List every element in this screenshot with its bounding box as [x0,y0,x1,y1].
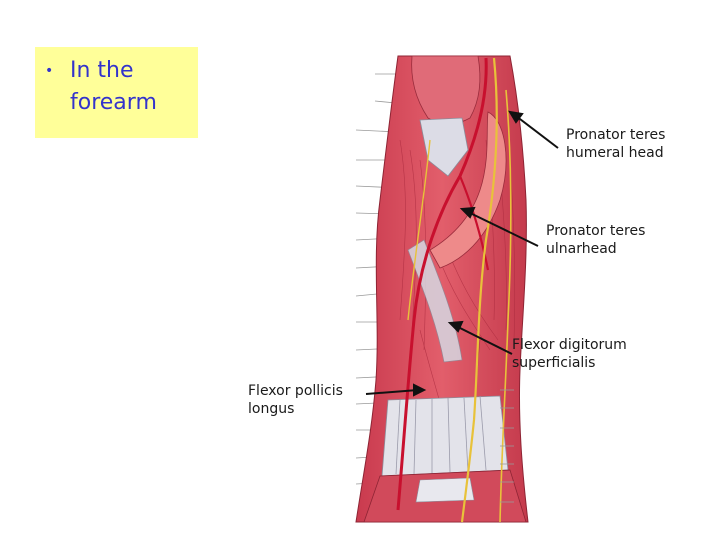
bullet-dot: • [45,63,54,79]
arrow-pronator-humeral [515,115,559,149]
tendon-strands [395,395,487,475]
bullet-box: • In the forearm [35,47,198,138]
median-nerve [460,57,498,523]
label-flexor-pollicis-longus: Flexor pollicis longus [246,382,345,418]
ulnar-artery [458,175,490,271]
arrow-pronator-ulnar [467,211,539,247]
label-flexor-digitorum-superficialis: Flexor digitorum superficialis [512,337,627,371]
radial-artery [396,57,488,511]
bullet-text: In the forearm [70,58,157,115]
radial-nerve [407,139,431,321]
bicipital-aponeurosis [419,117,469,177]
palm-tendon [415,477,475,503]
label-pronator-teres-ulnar-head: Pronator teres ulnarhead [546,223,646,257]
bullet-item: • In the forearm [45,55,195,119]
callout-arrows [365,110,559,397]
arrow-flexor-pollicis [365,389,419,395]
ulnar-nerve [499,89,512,523]
label-pronator-teres-humeral-head: Pronator teres humeral head [566,127,666,161]
pronator-teres-muscle [429,111,507,269]
arrow-flexor-digitorum [455,325,513,355]
right-guide-lines [500,389,514,503]
